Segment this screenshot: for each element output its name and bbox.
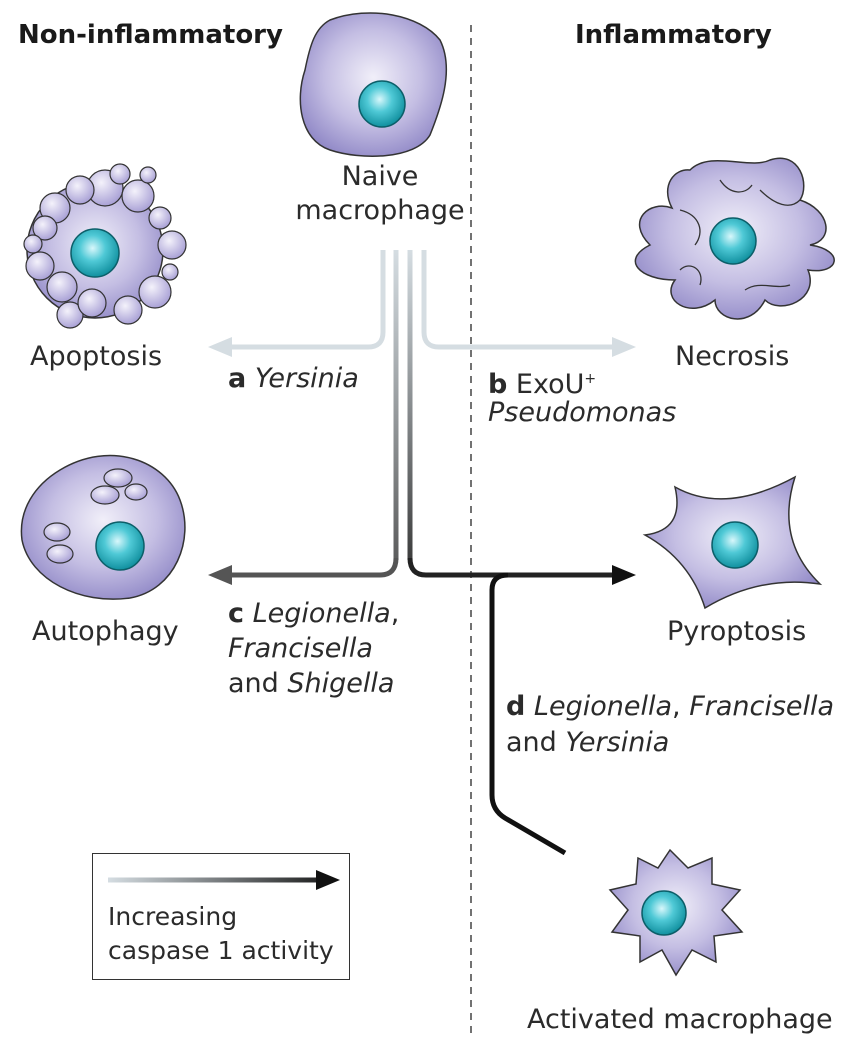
arrow-d-line xyxy=(489,572,567,856)
necrosis-cell xyxy=(634,157,835,320)
pathway-c-letter: c xyxy=(228,598,245,629)
label-naive-line2: macrophage xyxy=(295,195,465,226)
label-autophagy: Autophagy xyxy=(32,616,179,647)
legend-box xyxy=(92,853,350,980)
pathway-b-sup: + xyxy=(584,371,597,387)
pathway-a-letter: a xyxy=(228,363,247,394)
label-naive-macrophage: Naive macrophage xyxy=(280,160,480,228)
pathway-a-organism: Yersinia xyxy=(254,363,359,394)
pathway-b-letter: b xyxy=(488,369,508,400)
pathway-d-comma: , xyxy=(672,691,690,722)
pathway-c-org1: Legionella xyxy=(252,598,391,629)
pyroptosis-cell xyxy=(642,475,823,610)
pathway-c-and: and xyxy=(228,668,288,699)
pathway-c-line1: c Legionella, xyxy=(228,597,399,631)
pathway-c-line3: and Shigella xyxy=(228,667,394,701)
arrow-b-pseudomonas xyxy=(421,250,615,350)
pathway-d-letter: d xyxy=(506,691,526,722)
pathway-d-org2: Francisella xyxy=(689,691,835,722)
legend-line1: Increasing xyxy=(108,902,238,931)
pathway-d-and: and xyxy=(506,727,566,758)
legend-arrow-head xyxy=(316,870,340,890)
apoptosis-cell xyxy=(23,163,187,329)
label-necrosis: Necrosis xyxy=(675,341,790,372)
pathway-b-organism: Pseudomonas xyxy=(488,397,677,428)
label-pyroptosis: Pyroptosis xyxy=(667,616,807,647)
pathway-b-prefix: ExoU xyxy=(515,369,585,400)
activated-macrophage-cell xyxy=(608,848,744,977)
pathway-c-comma: , xyxy=(390,598,400,629)
arrow-pyroptosis xyxy=(407,557,615,578)
legend-line2: caspase 1 activity xyxy=(108,936,334,965)
pathway-d-line2: and Yersinia xyxy=(506,726,669,760)
label-naive-line1: Naive xyxy=(341,161,419,192)
pathway-d-org1: Legionella xyxy=(533,691,673,722)
pathway-a-label: a Yersinia xyxy=(228,362,359,396)
autophagy-cell xyxy=(20,454,186,600)
arrow-pyroptosis-head xyxy=(612,565,636,585)
pathway-c-org2: Francisella xyxy=(228,633,373,664)
naive-macrophage-cell xyxy=(299,12,448,157)
arrow-c-legionella xyxy=(228,557,399,578)
heading-inflammatory: Inflammatory xyxy=(575,20,772,50)
arrow-a-head xyxy=(208,337,232,357)
heading-non-inflammatory: Non-inflammatory xyxy=(18,20,283,50)
arrow-b-head xyxy=(612,337,636,357)
arrow-a-yersinia xyxy=(228,250,386,350)
pathway-d-org3: Yersinia xyxy=(565,727,670,758)
pathway-d-line1: d Legionella, Francisella xyxy=(506,690,834,724)
label-activated-macrophage: Activated macrophage xyxy=(527,1004,833,1035)
pathway-c-org3: Shigella xyxy=(287,668,395,699)
label-apoptosis: Apoptosis xyxy=(30,341,163,372)
arrow-c-head xyxy=(208,565,232,585)
pathway-b-label: b ExoU+ xyxy=(488,362,596,402)
